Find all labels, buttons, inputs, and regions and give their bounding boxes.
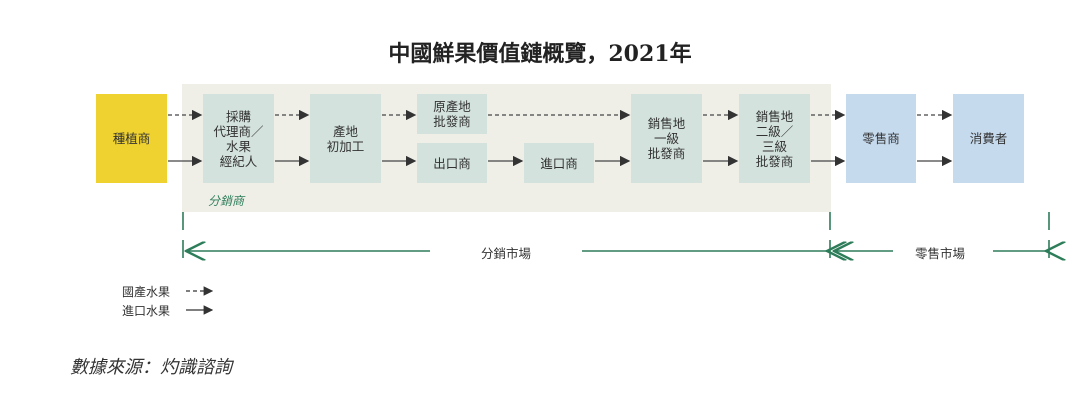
box-origin-wholesale: 原產地 批發商 <box>417 94 487 134</box>
legend-domestic: 國產水果 <box>122 285 171 299</box>
distributor-panel <box>182 84 831 212</box>
box-exporter: 出口商 <box>417 143 487 183</box>
box-consumer: 消費者 <box>953 94 1024 183</box>
box-secondary-wholesale: 銷售地 二級／ 三級 批發商 <box>739 94 810 183</box>
box-primary-wholesale: 銷售地 一級 批發商 <box>631 94 702 183</box>
box-agent: 採購 代理商／ 水果 經紀人 <box>203 94 274 183</box>
legend-imported: 進口水果 <box>122 304 171 318</box>
range-distribution: 分銷市場 <box>474 243 538 262</box>
box-grower: 種植商 <box>96 94 167 183</box>
source-note: 數據來源：灼識諮詢 <box>70 357 232 378</box>
box-processing: 產地 初加工 <box>310 94 381 183</box>
range-retail: 零售市場 <box>908 243 972 262</box>
panel-label: 分銷商 <box>208 194 245 208</box>
box-importer: 進口商 <box>524 143 594 183</box>
box-retailer: 零售商 <box>846 94 916 183</box>
page-title: 中國鮮果價值鏈概覽，2021年 <box>388 41 692 67</box>
